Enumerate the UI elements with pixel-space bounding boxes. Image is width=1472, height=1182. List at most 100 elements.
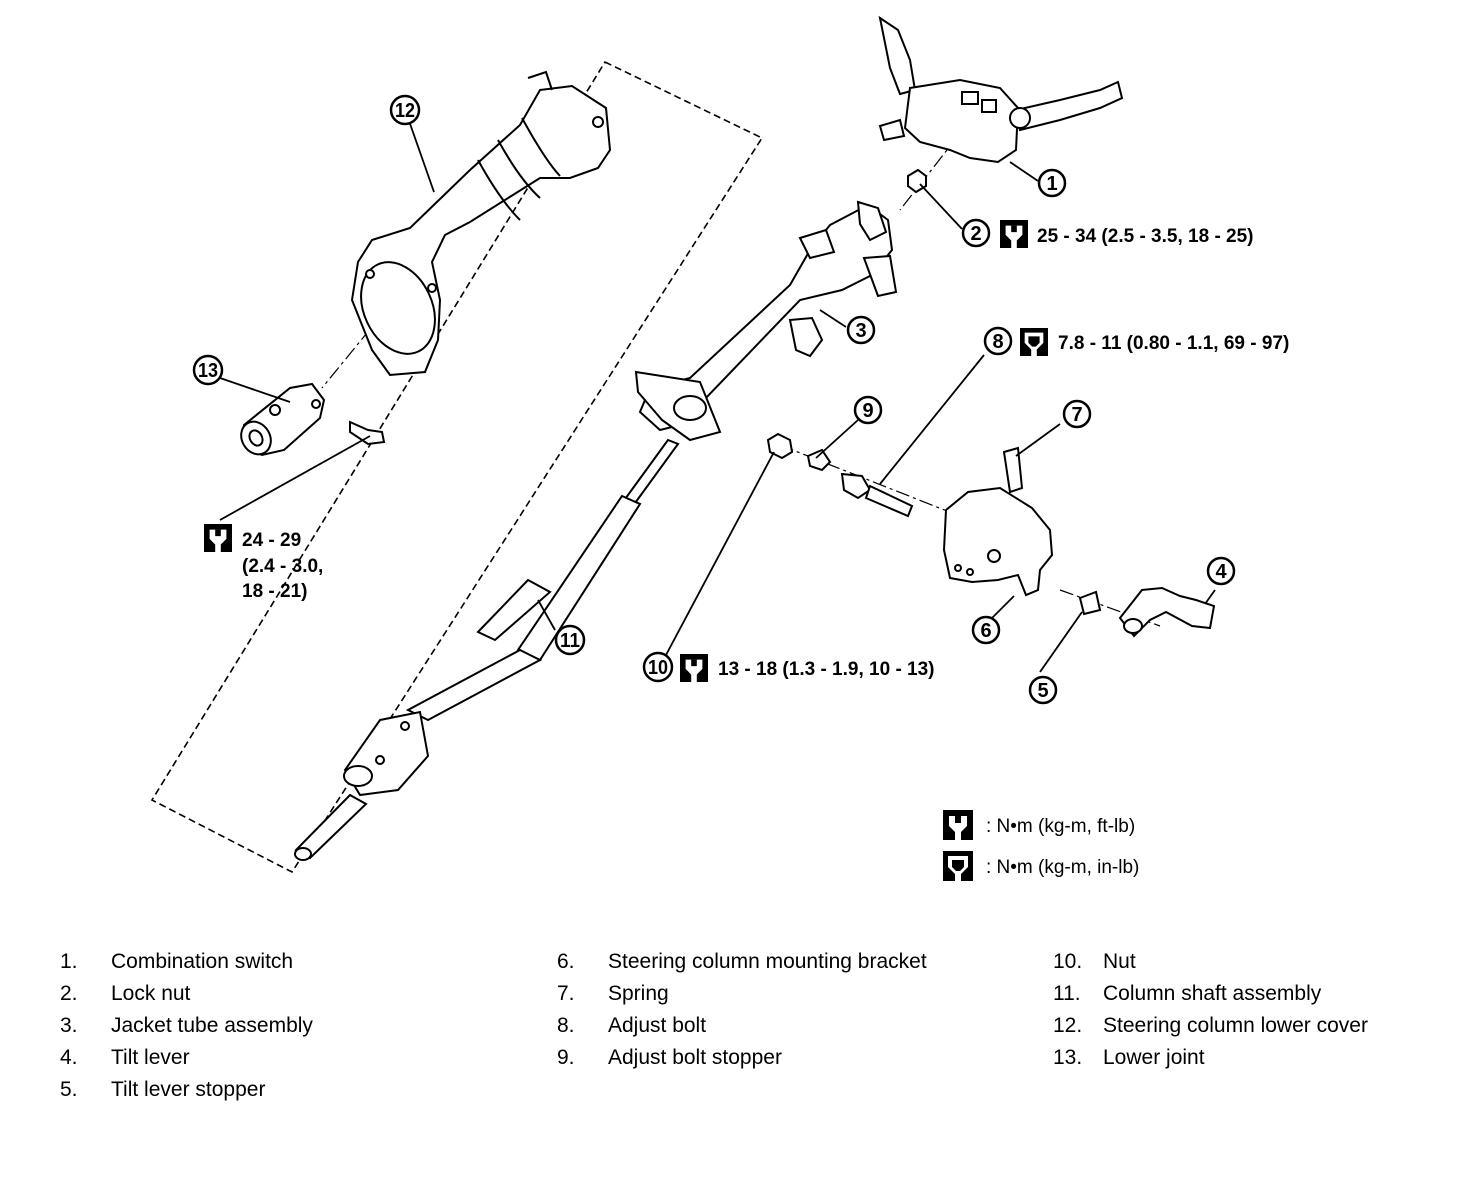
torque-wrench-ftlb-icon — [1000, 220, 1028, 248]
callout-1: 1 — [1037, 168, 1067, 198]
callout-13: 13 — [192, 354, 224, 386]
list-item: 10. Nut — [1053, 946, 1463, 978]
svg-text:: N•m (kg-m, in-lb): : N•m (kg-m, in-lb) — [986, 857, 1139, 878]
assembly-outline-dashed — [150, 60, 764, 874]
list-item: 3. Jacket tube assembly — [60, 1010, 480, 1042]
callout-4: 4 — [1206, 556, 1236, 586]
part-name: Lock nut — [111, 982, 191, 1005]
parts-list-column-3: 10. Nut 11. Column shaft assembly 12. Steer… — [1053, 946, 1463, 1074]
part-number: 4. — [60, 1046, 78, 1069]
column-shaft-part — [294, 438, 680, 861]
callout-2: 2 — [961, 218, 991, 248]
part-number: 5. — [60, 1078, 78, 1101]
callout-5: 5 — [1028, 675, 1058, 705]
svg-text:5: 5 — [1037, 680, 1048, 702]
callout-9: 9 — [853, 395, 883, 425]
list-item: 12. Steering column lower cover — [1053, 1010, 1463, 1042]
list-item: 2. Lock nut — [60, 978, 480, 1010]
part-name: Combination switch — [111, 950, 294, 973]
list-item: 8. Adjust bolt — [557, 1010, 1027, 1042]
callout-12: 12 — [389, 94, 421, 126]
part-name: Steering column lower cover — [1103, 1014, 1368, 1037]
part-number: 6. — [557, 950, 575, 973]
torque-spec-lower-joint-bolt: 24 - 29 (2.4 - 3.0, 18 - 21) — [204, 524, 323, 602]
part-name: Tilt lever — [111, 1046, 190, 1069]
list-item: 6. Steering column mounting bracket — [557, 946, 1027, 978]
list-item: 7. Spring — [557, 978, 1027, 1010]
part-number: 12. — [1053, 1014, 1083, 1037]
part-number: 10. — [1053, 950, 1083, 973]
svg-text:9: 9 — [862, 400, 873, 422]
part-number: 13. — [1053, 1046, 1083, 1069]
svg-text:1: 1 — [1046, 173, 1057, 195]
part-name: Column shaft assembly — [1103, 982, 1322, 1005]
callout-10: 10 — [642, 651, 674, 683]
part-number: 7. — [557, 982, 575, 1005]
part-name: Tilt lever stopper — [111, 1078, 266, 1101]
svg-text:18 - 21): 18 - 21) — [242, 581, 307, 602]
callouts: 1 2 3 4 5 6 7 8 — [192, 94, 1236, 705]
part-name: Lower joint — [1103, 1046, 1205, 1069]
list-item: 5. Tilt lever stopper — [60, 1074, 480, 1106]
part-name: Nut — [1103, 950, 1136, 973]
list-item: 13. Lower joint — [1053, 1042, 1463, 1074]
torque-wrench-inlb-icon — [943, 851, 973, 881]
part-number: 2. — [60, 982, 78, 1005]
parts-list-column-1: 1. Combination switch 2. Lock nut 3. Jacket… — [60, 946, 480, 1106]
part-name: Jacket tube assembly — [111, 1014, 313, 1037]
svg-text:12: 12 — [395, 100, 415, 122]
svg-text:6: 6 — [980, 620, 991, 642]
leader-lines — [219, 117, 1216, 673]
part-number: 11. — [1053, 982, 1081, 1005]
list-item: 1. Combination switch — [60, 946, 480, 978]
jacket-tube-part — [634, 200, 898, 442]
part-number: 9. — [557, 1046, 575, 1069]
list-item: 4. Tilt lever — [60, 1042, 480, 1074]
part-number: 8. — [557, 1014, 575, 1037]
parts-list-column-2: 6. Steering column mounting bracket 7. Spr… — [557, 946, 1027, 1074]
svg-text:4: 4 — [1215, 561, 1227, 583]
torque-wrench-ftlb-icon — [680, 654, 708, 682]
svg-text:: N•m (kg-m, ft-lb): : N•m (kg-m, ft-lb) — [986, 816, 1135, 837]
svg-text:13 - 18 (1.3 - 1.9, 10 - 13): 13 - 18 (1.3 - 1.9, 10 - 13) — [718, 659, 935, 680]
svg-text:3: 3 — [855, 320, 866, 342]
callout-6: 6 — [971, 615, 1001, 645]
svg-text:8: 8 — [992, 331, 1003, 353]
svg-text:7.8 - 11 (0.80 - 1.1, 69 - 97): 7.8 - 11 (0.80 - 1.1, 69 - 97) — [1058, 333, 1289, 354]
svg-text:7: 7 — [1071, 404, 1082, 426]
torque-spec-lock-nut: 25 - 34 (2.5 - 3.5, 18 - 25) — [1000, 220, 1254, 248]
combination-switch-part — [878, 15, 1124, 164]
svg-text:11: 11 — [560, 630, 580, 652]
part-number: 3. — [60, 1014, 78, 1037]
lower-joint-part — [240, 382, 386, 457]
part-name: Steering column mounting bracket — [608, 950, 927, 973]
part-name: Spring — [608, 982, 669, 1005]
callout-7: 7 — [1062, 399, 1092, 429]
torque-spec-nut: 13 - 18 (1.3 - 1.9, 10 - 13) — [680, 654, 935, 682]
callout-11: 11 — [554, 624, 586, 656]
torque-legend: : N•m (kg-m, ft-lb) : N•m (kg-m, in-lb) — [943, 810, 1139, 881]
svg-text:24 - 29: 24 - 29 — [242, 530, 301, 551]
callout-3: 3 — [846, 315, 876, 345]
adjust-hardware-parts — [766, 432, 1024, 518]
svg-text:(2.4 - 3.0,: (2.4 - 3.0, — [242, 556, 323, 577]
parts-list: 1. Combination switch 2. Lock nut 3. Jacket… — [0, 946, 1472, 1116]
torque-wrench-ftlb-icon — [943, 810, 973, 840]
mounting-bracket-part — [942, 486, 1054, 597]
svg-text:25 - 34 (2.5 - 3.5, 18 - 25): 25 - 34 (2.5 - 3.5, 18 - 25) — [1037, 226, 1254, 247]
part-name: Adjust bolt — [608, 1014, 707, 1037]
list-item: 11. Column shaft assembly — [1053, 978, 1463, 1010]
torque-wrench-inlb-icon — [1020, 328, 1048, 356]
torque-spec-adjust-bolt: 7.8 - 11 (0.80 - 1.1, 69 - 97) — [1020, 328, 1289, 356]
list-item: 9. Adjust bolt stopper — [557, 1042, 1027, 1074]
torque-wrench-ftlb-icon — [204, 524, 232, 552]
steering-column-exploded-diagram: 1 2 3 4 5 6 7 8 — [150, 15, 1289, 881]
part-name: Adjust bolt stopper — [608, 1046, 782, 1069]
tilt-lever-parts — [1078, 586, 1216, 638]
svg-text:2: 2 — [970, 223, 981, 245]
part-number: 1. — [60, 950, 78, 973]
lower-cover-part — [350, 70, 612, 377]
callout-8: 8 — [983, 326, 1013, 356]
svg-text:13: 13 — [198, 360, 218, 382]
svg-text:10: 10 — [648, 657, 668, 679]
